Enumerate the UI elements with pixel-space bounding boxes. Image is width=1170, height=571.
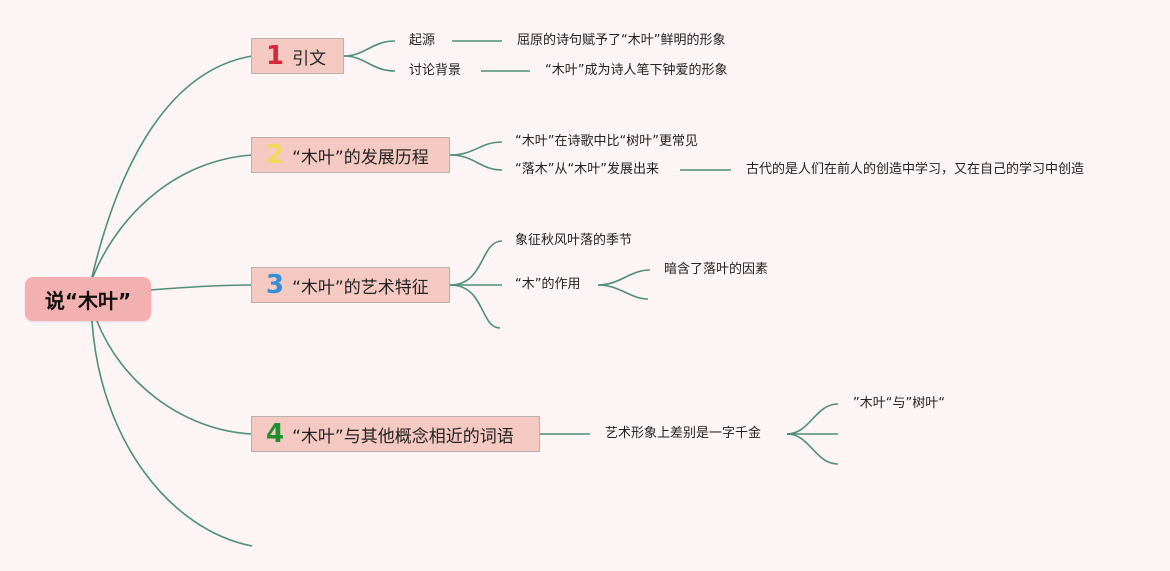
topic-1-label: 引文 <box>292 48 327 69</box>
link-t1-background <box>343 55 396 72</box>
branch-related-diff[interactable]: 艺术形象上差别是一字千金 <box>605 426 762 441</box>
link-mu-detail <box>597 269 651 286</box>
link-t3-empty <box>449 284 501 329</box>
topic-4-label: “木叶”与其他概念相近的词语 <box>292 426 514 447</box>
topic-node-3[interactable]: 3 “木叶”的艺术特征 <box>251 267 450 303</box>
number-3-badge: 3 <box>266 270 285 300</box>
branch-art-mu-detail[interactable]: 暗含了落叶的因素 <box>664 262 769 277</box>
branch-background-detail[interactable]: “木叶”成为诗人笔下钟爱的形象 <box>545 63 728 78</box>
topic-node-4[interactable]: 4 “木叶”与其他概念相近的词语 <box>251 416 540 452</box>
topic-node-1[interactable]: 1 引文 <box>251 38 344 74</box>
link-t2-luomu <box>449 154 503 171</box>
link-t3-symbol <box>449 240 503 286</box>
topic-3-label: “木叶”的艺术特征 <box>292 277 429 298</box>
link-root-topic1 <box>91 55 253 278</box>
link-mu-empty <box>597 284 649 300</box>
link-root-topic2 <box>91 154 253 280</box>
branch-dev-luomu[interactable]: “落木”从“木叶”发展出来 <box>515 162 659 177</box>
branch-art-mu-role[interactable]: “木”的作用 <box>515 277 581 292</box>
branch-origin[interactable]: 起源 <box>409 33 436 48</box>
branch-background[interactable]: 讨论背景 <box>409 63 462 78</box>
root-label: 说“木叶” <box>44 288 132 313</box>
topic-node-2[interactable]: 2 “木叶”的发展历程 <box>251 137 450 173</box>
link-root-empty <box>91 320 253 547</box>
link-root-topic4 <box>96 320 253 435</box>
branch-dev-common[interactable]: “木叶”在诗歌中比“树叶”更常见 <box>515 134 698 149</box>
branch-art-symbol[interactable]: 象征秋风叶落的季节 <box>515 233 633 248</box>
link-t1-origin <box>343 40 396 57</box>
link-diff-compare <box>786 403 839 435</box>
link-t2-common <box>449 141 503 156</box>
link-root-topic3 <box>149 284 253 291</box>
link-diff-empty2 <box>786 433 839 465</box>
number-4-badge: 4 <box>266 419 285 449</box>
branch-origin-detail[interactable]: 屈原的诗句赋予了“木叶”鲜明的形象 <box>517 33 726 48</box>
number-2-badge: 2 <box>266 140 285 170</box>
branch-dev-luomu-detail[interactable]: 古代的是人们在前人的创造中学习，又在自己的学习中创造 <box>746 162 1085 177</box>
root-node[interactable]: 说“木叶” <box>25 277 151 321</box>
number-1-badge: 1 <box>266 41 285 71</box>
topic-2-label: “木叶”的发展历程 <box>292 147 429 168</box>
branch-related-compare[interactable]: ”木叶“与”树叶“ <box>853 396 945 411</box>
